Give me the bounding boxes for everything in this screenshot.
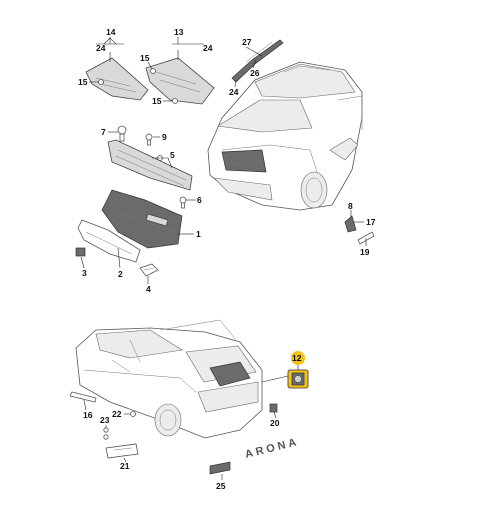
callout-15c: 15	[152, 96, 162, 106]
front-emblem-4	[139, 263, 159, 277]
badge-21	[105, 443, 139, 459]
callout-15b: 15	[140, 53, 150, 63]
callout-1: 1	[196, 229, 201, 239]
clip-15c	[172, 98, 178, 104]
screw-23	[103, 427, 109, 440]
callout-2: 2	[118, 269, 123, 279]
callout-23: 23	[100, 415, 110, 425]
grille-frame	[77, 219, 141, 263]
callout-19: 19	[360, 247, 370, 257]
bolt-9	[145, 133, 153, 146]
side-trim-16	[69, 391, 97, 403]
grille-upper-bracket	[107, 139, 193, 191]
cowl-panel-left	[85, 57, 149, 101]
callout-22: 22	[112, 409, 122, 419]
callout-20: 20	[270, 418, 280, 428]
callout-25: 25	[216, 481, 226, 491]
callout-27: 27	[242, 37, 252, 47]
bracket-20	[269, 403, 278, 413]
front-car-illustration	[207, 61, 363, 211]
callout-labels: 14 24 13 24 27 26 24 15 15 15 7 9 5 6 1 …	[78, 27, 376, 491]
callout-12-highlight	[291, 351, 305, 365]
callout-14: 14	[106, 27, 116, 37]
clip-15b	[150, 68, 156, 74]
rear-car-illustration	[75, 319, 263, 439]
callout-3: 3	[82, 268, 87, 278]
rear-emblem-12-highlighted[interactable]	[287, 369, 309, 389]
callout-6: 6	[197, 195, 202, 205]
callout-8: 8	[348, 201, 353, 211]
leader-lines	[80, 37, 367, 480]
arona-lettering: ARONA	[244, 436, 301, 461]
cowl-panel-right	[145, 57, 215, 105]
bolt-7	[117, 125, 127, 142]
callout-24b: 24	[203, 43, 213, 53]
callout-26: 26	[250, 68, 260, 78]
clip-22	[130, 411, 136, 417]
radiator-grille	[101, 189, 183, 249]
mirror-trim-8	[344, 215, 357, 233]
callout-7: 7	[101, 127, 106, 137]
clip-15a	[98, 79, 104, 85]
callout-4: 4	[146, 284, 151, 294]
callout-13: 13	[174, 27, 184, 37]
callout-24a: 24	[96, 43, 106, 53]
callout-24c: 24	[229, 87, 239, 97]
callout-5: 5	[170, 150, 175, 160]
bolt-6	[179, 196, 187, 209]
badge-25	[209, 461, 231, 475]
callout-15a: 15	[78, 77, 88, 87]
callout-16: 16	[83, 410, 93, 420]
front-emblem-3	[75, 247, 86, 257]
callout-9: 9	[162, 132, 167, 142]
callout-17: 17	[366, 217, 376, 227]
callout-12[interactable]: 12	[292, 353, 302, 363]
callout-21: 21	[120, 461, 130, 471]
